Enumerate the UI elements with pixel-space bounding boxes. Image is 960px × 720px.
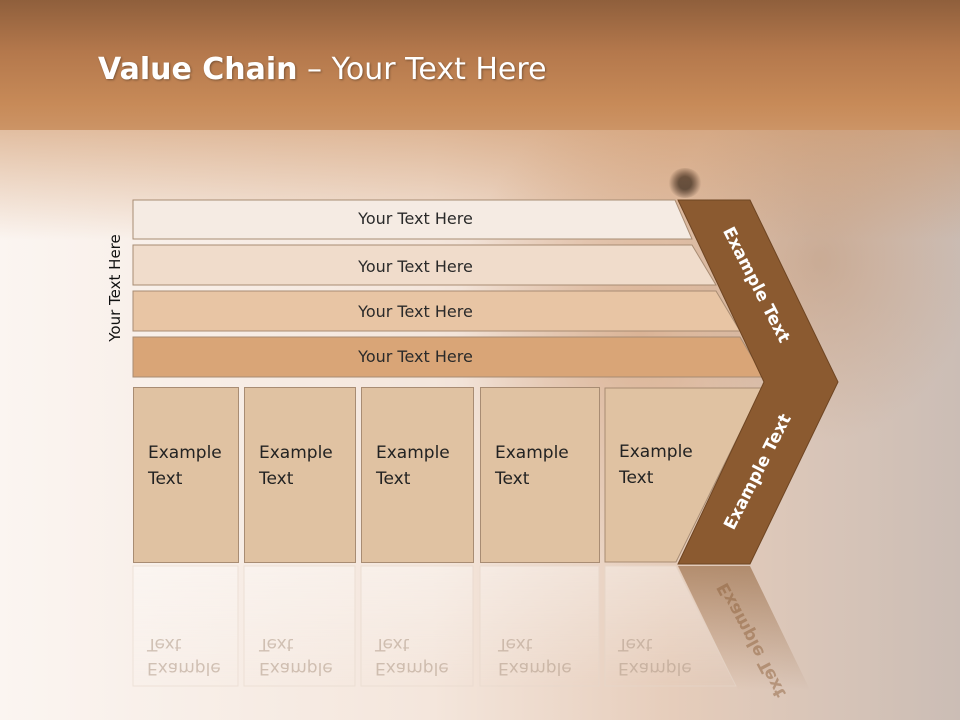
bar-4-label: Your Text Here (358, 347, 473, 366)
box-1-text: Example Text (148, 440, 222, 492)
box-4-reflection (479, 565, 600, 687)
box-4-line1: Example (495, 443, 569, 463)
box-2-reflection-line2: Text (259, 634, 294, 654)
box-5-text: Example Text (619, 439, 693, 491)
box-3-line2: Text (376, 469, 411, 489)
box-4-reflection-text: Example Text (498, 632, 572, 680)
box-5: Example Text (605, 387, 755, 563)
bar-2 (132, 244, 717, 286)
box-5-shape (604, 387, 763, 563)
box-3-reflection (360, 565, 474, 687)
box-4-line2: Text (495, 469, 530, 489)
box-2-reflection-text: Example Text (259, 632, 333, 680)
box-5-line2: Text (619, 468, 654, 488)
box-1-reflection (132, 565, 239, 687)
box-1-reflection-text: Example Text (147, 632, 221, 680)
box-1: Example Text (133, 387, 239, 563)
box-4: Example Text (480, 387, 600, 563)
box-5-reflection-line2: Text (618, 634, 653, 654)
box-2-reflection-line1: Example (259, 658, 333, 678)
chevron-arrow (677, 199, 839, 565)
box-2: Example Text (244, 387, 356, 563)
box-3-text: Example Text (376, 440, 450, 492)
box-3-reflection-text: Example Text (375, 632, 449, 680)
box-2-line1: Example (259, 443, 333, 463)
box-5-reflection-text: Example Text (618, 632, 692, 680)
box-5-line1: Example (619, 442, 693, 462)
bar-1-label: Your Text Here (358, 209, 473, 228)
chevron-reflection (678, 566, 810, 690)
box-3: Example Text (361, 387, 474, 563)
box-4-reflection-line2: Text (498, 634, 533, 654)
side-label: Your Text Here (106, 234, 124, 342)
box-2-line2: Text (259, 469, 294, 489)
header-band (0, 0, 960, 130)
box-2-reflection (243, 565, 356, 687)
box-3-reflection-line2: Text (375, 634, 410, 654)
title-rest: – Your Text Here (297, 52, 547, 87)
title-bold: Value Chain (98, 52, 298, 87)
box-1-line2: Text (148, 469, 183, 489)
box-3-line1: Example (376, 443, 450, 463)
box-5-reflection-line1: Example (618, 658, 692, 678)
box-1-reflection-line1: Example (147, 658, 221, 678)
box-1-reflection-line2: Text (147, 634, 182, 654)
box-4-reflection-line1: Example (498, 658, 572, 678)
box-4-text: Example Text (495, 440, 569, 492)
box-1-line1: Example (148, 443, 222, 463)
bar-2-label: Your Text Here (358, 257, 473, 276)
bar-3-label: Your Text Here (358, 302, 473, 321)
box-3-reflection-line1: Example (375, 658, 449, 678)
box-2-text: Example Text (259, 440, 333, 492)
box-5-reflection (604, 565, 737, 687)
slide-title: Value Chain – Your Text Here (98, 52, 547, 87)
bar-1 (132, 199, 693, 240)
